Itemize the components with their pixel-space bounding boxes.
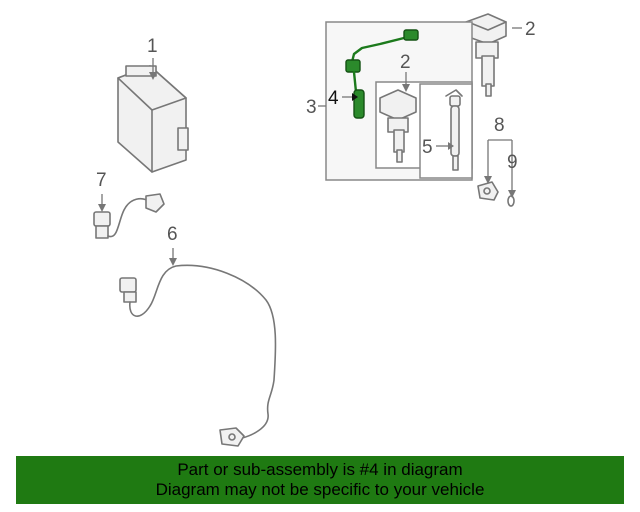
parts-diagram: 1 2 3 4 2 5 8: [93, 13, 536, 447]
info-banner: Part or sub-assembly is #4 in diagram Di…: [16, 456, 624, 504]
callout-7[interactable]: 7: [96, 170, 107, 191]
leader-9-arrow: [508, 190, 516, 198]
part-2-ignition-coil-box[interactable]: [379, 89, 417, 163]
leader-5-arrow: [448, 142, 454, 150]
leader-6-arrow: [169, 258, 177, 266]
part-9-o-ring[interactable]: [507, 195, 515, 207]
leader-8: [487, 139, 513, 192]
callout-2-top[interactable]: 2: [525, 19, 536, 40]
callout-5[interactable]: 5: [422, 137, 433, 158]
leader-1-arrow: [149, 72, 157, 80]
part-4-spark-plug-wire[interactable]: [345, 29, 419, 119]
callout-2-box[interactable]: 2: [400, 52, 411, 73]
leader-8-arrow: [484, 176, 492, 184]
part-7-harness[interactable]: [93, 193, 165, 239]
leader-7-arrow: [98, 204, 106, 212]
callout-8[interactable]: 8: [494, 115, 505, 136]
callout-6[interactable]: 6: [167, 224, 178, 245]
callout-3[interactable]: 3: [306, 97, 317, 118]
callout-4[interactable]: 4: [328, 88, 339, 109]
leader-2b-arrow: [402, 84, 410, 92]
callout-9[interactable]: 9: [507, 152, 518, 173]
part-5-box: [419, 83, 473, 179]
part-6-wire-harness[interactable]: [119, 264, 277, 447]
part-2-ignition-coil-top[interactable]: [465, 13, 507, 97]
part-8-sensor[interactable]: [477, 181, 499, 201]
callout-1[interactable]: 1: [147, 36, 158, 57]
part-5-plug-wire[interactable]: [445, 89, 463, 171]
banner-line-1: Part or sub-assembly is #4 in diagram: [177, 460, 463, 479]
leader-4-arrow: [352, 93, 358, 101]
part-1-control-module[interactable]: [117, 65, 189, 173]
banner-line-2: Diagram may not be specific to your vehi…: [155, 480, 485, 499]
